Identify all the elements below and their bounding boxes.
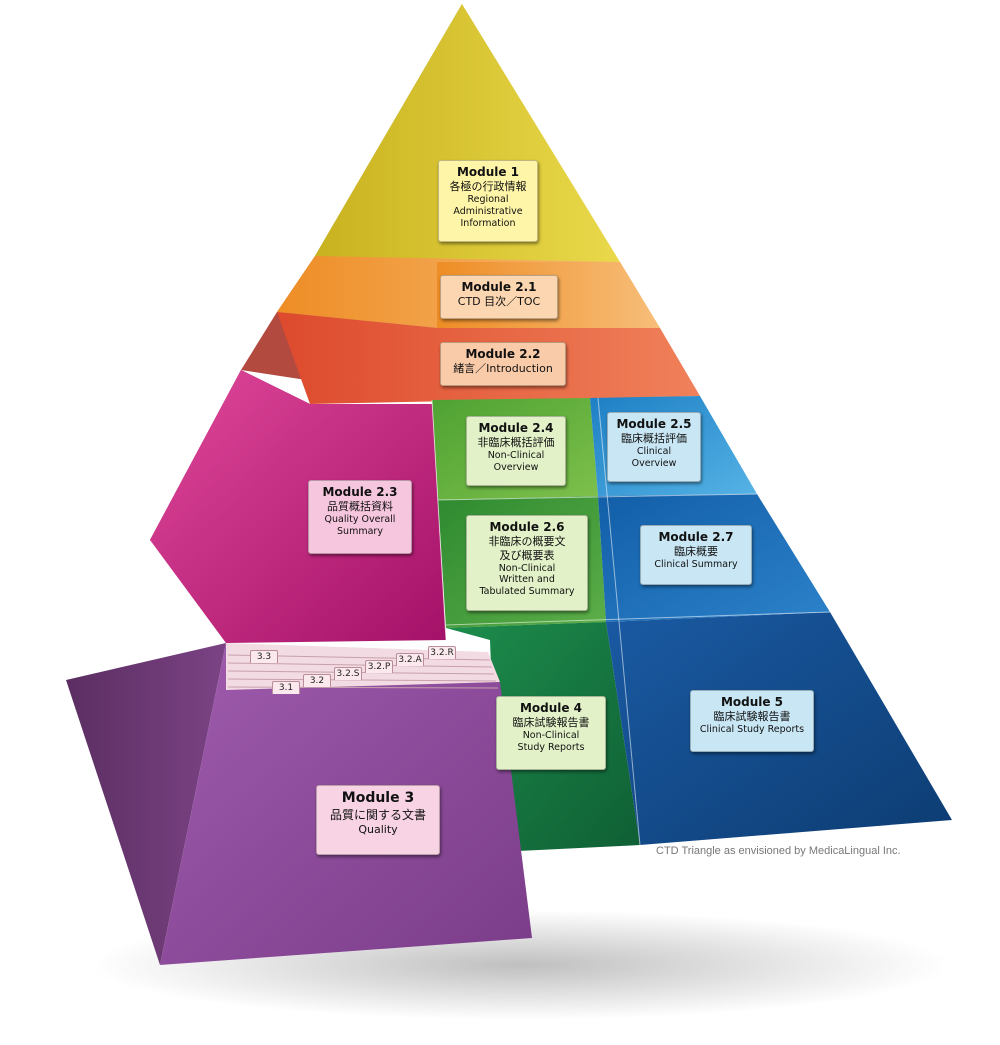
- module-4-jp: 臨床試験報告書: [512, 716, 590, 729]
- module-1-title: Module 1: [456, 165, 520, 179]
- module-2-7-en-1: Clinical Summary: [654, 558, 738, 570]
- folder-tab-3-2-a: 3.2.A: [396, 653, 424, 666]
- module-2-2-label: Module 2.2 緒言／Introduction: [440, 342, 566, 386]
- module-2-4-en-1: Non-Clinical: [487, 449, 545, 461]
- module-3-en-1: Quality: [358, 822, 398, 836]
- module-2-7-title: Module 2.7: [658, 530, 734, 544]
- module-2-5-jp: 臨床概括評価: [621, 432, 687, 445]
- module-3-label: Module 3 品質に関する文書 Quality: [316, 785, 440, 855]
- module-2-7-label: Module 2.7 臨床概要 Clinical Summary: [640, 525, 752, 585]
- module-2-6-en-1: Non-Clinical: [498, 562, 556, 574]
- module-3-title: Module 3: [341, 790, 415, 806]
- module-2-6-en-3: Tabulated Summary: [479, 586, 575, 598]
- module-4-en-2: Study Reports: [517, 741, 585, 753]
- folder-tab-3-2: 3.2: [303, 674, 331, 687]
- module-2-2-jp: 緒言／Introduction: [453, 362, 553, 375]
- module-2-1-jp: CTD 目次／TOC: [457, 295, 541, 308]
- m1-band: [315, 4, 620, 262]
- module-1-label: Module 1 各極の行政情報 Regional Administrative…: [438, 160, 538, 242]
- module-2-5-title: Module 2.5: [616, 417, 692, 431]
- module-1-en-1: Regional: [467, 193, 509, 205]
- module-2-2-title: Module 2.2: [465, 347, 541, 361]
- module-2-6-label: Module 2.6 非臨床の概要文 及び概要表 Non-Clinical Wr…: [466, 515, 588, 611]
- m3-left-face: [66, 643, 226, 965]
- module-2-4-label: Module 2.4 非臨床概括評価 Non-Clinical Overview: [466, 416, 566, 486]
- module-1-en-3: Information: [460, 217, 516, 229]
- folder-tab-3-3: 3.3: [250, 650, 278, 663]
- folder-tab-3-2-p: 3.2.P: [365, 660, 393, 673]
- module-2-4-title: Module 2.4: [478, 421, 554, 435]
- module-2-6-jp-2: 及び概要表: [499, 548, 555, 562]
- module-2-3-en-2: Summary: [337, 525, 383, 537]
- module-2-5-label: Module 2.5 臨床概括評価 Clinical Overview: [607, 412, 701, 482]
- m23-band: [150, 370, 446, 643]
- module-3-jp: 品質に関する文書: [329, 807, 426, 822]
- module-5-jp: 臨床試験報告書: [713, 710, 791, 723]
- module-4-label: Module 4 臨床試験報告書 Non-Clinical Study Repo…: [496, 696, 606, 770]
- module-2-5-en-2: Overview: [631, 457, 677, 469]
- module-5-en-1: Clinical Study Reports: [699, 723, 805, 735]
- folder-tab-3-1: 3.1: [272, 681, 300, 694]
- module-2-3-label: Module 2.3 品質概括資料 Quality Overall Summar…: [308, 480, 412, 554]
- module-1-jp: 各極の行政情報: [449, 180, 527, 193]
- module-2-1-title: Module 2.1: [461, 280, 537, 294]
- module-2-4-jp: 非臨床概括評価: [477, 436, 555, 449]
- module-2-1-label: Module 2.1 CTD 目次／TOC: [440, 275, 558, 319]
- module-2-6-en-2: Written and: [499, 574, 555, 586]
- module-2-3-jp: 品質概括資料: [327, 500, 393, 513]
- module-4-title: Module 4: [519, 701, 583, 715]
- module-5-label: Module 5 臨床試験報告書 Clinical Study Reports: [690, 690, 814, 752]
- module-2-6-title: Module 2.6: [489, 520, 565, 534]
- module-2-6-jp-1: 非臨床の概要文: [488, 535, 566, 548]
- module-2-3-title: Module 2.3: [322, 485, 398, 499]
- module-4-en-1: Non-Clinical: [522, 729, 580, 741]
- credit-text: CTD Triangle as envisioned by MedicaLing…: [656, 845, 901, 857]
- folder-tab-3-2-s: 3.2.S: [334, 667, 362, 680]
- module-2-5-en-1: Clinical: [636, 445, 672, 457]
- module-2-4-en-2: Overview: [493, 461, 539, 473]
- module-2-7-jp: 臨床概要: [674, 545, 718, 558]
- module-5-title: Module 5: [720, 695, 784, 709]
- module-2-3-en-1: Quality Overall: [324, 513, 396, 525]
- folder-tab-3-2-r: 3.2.R: [428, 646, 456, 659]
- module-1-en-2: Administrative: [453, 205, 523, 217]
